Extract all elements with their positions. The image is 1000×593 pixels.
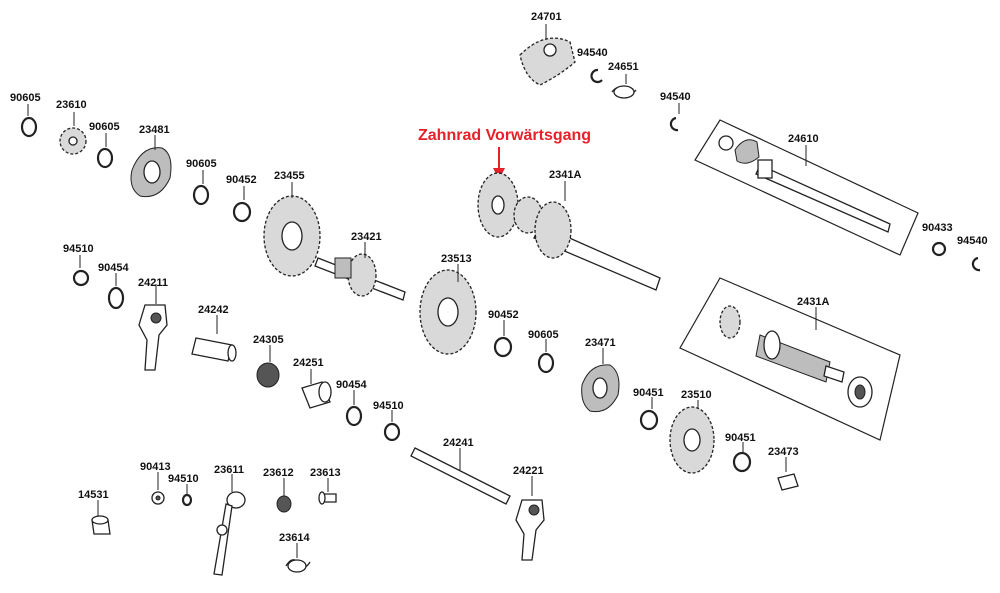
part-90605c-ring <box>192 184 210 206</box>
part-23481-hub <box>130 147 172 198</box>
label-2431A: 2431A <box>797 296 829 308</box>
part-14531-bolt <box>91 515 111 535</box>
part-24701-sector <box>519 37 576 86</box>
label-23611: 23611 <box>214 464 244 476</box>
part-90451a-washer <box>639 409 659 431</box>
label-24701: 24701 <box>531 11 562 23</box>
part-23421-shaft <box>314 253 406 301</box>
part-90452b-washer <box>493 336 513 358</box>
label-90452a: 90452 <box>226 174 257 186</box>
part-24242-pin <box>191 337 237 362</box>
part-23614-spring <box>285 559 311 573</box>
label-23614: 23614 <box>279 532 310 544</box>
part-90454a-ring <box>107 286 125 310</box>
part-90605d-ring <box>537 352 555 374</box>
part-23612-spring <box>276 495 292 513</box>
label-23510: 23510 <box>681 389 712 401</box>
part-24610-assembly <box>694 119 919 256</box>
label-24211: 24211 <box>138 277 168 289</box>
part-94540b-clip <box>669 116 679 132</box>
part-23510-gear <box>669 406 715 474</box>
part-90433-washer <box>931 241 947 257</box>
label-2341A: 2341A <box>549 169 581 181</box>
label-23610: 23610 <box>56 99 87 111</box>
label-90605d: 90605 <box>528 329 559 341</box>
part-90452a-washer <box>232 201 252 223</box>
label-23481: 23481 <box>139 124 170 136</box>
label-94510c: 94510 <box>168 473 199 485</box>
part-94540c-clip <box>971 256 981 272</box>
label-90451a: 90451 <box>633 387 664 399</box>
part-90605b-ring <box>96 147 114 169</box>
label-90454b: 90454 <box>336 379 367 391</box>
part-23455-gear <box>263 195 321 277</box>
label-90454a: 90454 <box>98 262 129 274</box>
label-94540c: 94540 <box>957 235 988 247</box>
part-2431A-assembly <box>679 277 901 441</box>
label-94540b: 94540 <box>660 91 691 103</box>
part-94510b-clip <box>383 422 401 442</box>
part-24241-rod <box>410 447 511 505</box>
label-24242: 24242 <box>198 304 229 316</box>
part-24651-spring <box>611 85 637 99</box>
part-23471-hub <box>581 364 620 413</box>
label-90451b: 90451 <box>725 432 756 444</box>
part-90451b-washer <box>732 451 752 473</box>
part-94510a-clip <box>72 269 90 287</box>
label-94510a: 94510 <box>63 243 94 255</box>
label-14531: 14531 <box>78 489 109 501</box>
part-90605a-ring <box>20 116 38 138</box>
part-24305-bearing <box>256 362 280 388</box>
part-24211-fork <box>138 304 168 371</box>
label-90605b: 90605 <box>89 121 120 133</box>
label-23473: 23473 <box>768 446 799 458</box>
label-90433: 90433 <box>922 222 953 234</box>
part-23610-star <box>59 127 87 155</box>
label-90605c: 90605 <box>186 158 217 170</box>
part-23613-pin <box>318 491 337 505</box>
part-23513-gear <box>419 269 477 355</box>
label-24251: 24251 <box>293 357 324 369</box>
label-24241: 24241 <box>443 437 474 449</box>
label-23455: 23455 <box>274 170 305 182</box>
part-23473-bushing <box>777 473 799 491</box>
label-94510b: 94510 <box>373 400 404 412</box>
label-23421: 23421 <box>351 231 382 243</box>
part-94540a-clip <box>590 68 603 84</box>
label-94540a: 94540 <box>577 47 608 59</box>
part-24221-fork <box>515 499 545 561</box>
label-24305: 24305 <box>253 334 284 346</box>
part-2341A-shaft-gears <box>477 172 661 291</box>
label-24221: 24221 <box>513 465 544 477</box>
part-90454b-ring <box>345 405 363 427</box>
label-24651: 24651 <box>608 61 639 73</box>
part-90413-washer <box>151 491 165 505</box>
label-90452b: 90452 <box>488 309 519 321</box>
label-90413: 90413 <box>140 461 171 473</box>
annotation-forward-gear: Zahnrad Vorwärtsgang <box>418 127 591 144</box>
label-23613: 23613 <box>310 467 341 479</box>
label-23471: 23471 <box>585 337 616 349</box>
label-23612: 23612 <box>263 467 294 479</box>
label-23513: 23513 <box>441 253 472 265</box>
part-24251-bushing <box>301 381 332 409</box>
label-90605a: 90605 <box>10 92 41 104</box>
part-23611-lever <box>213 491 246 576</box>
part-94510c-clip <box>181 493 193 507</box>
label-24610: 24610 <box>788 133 819 145</box>
